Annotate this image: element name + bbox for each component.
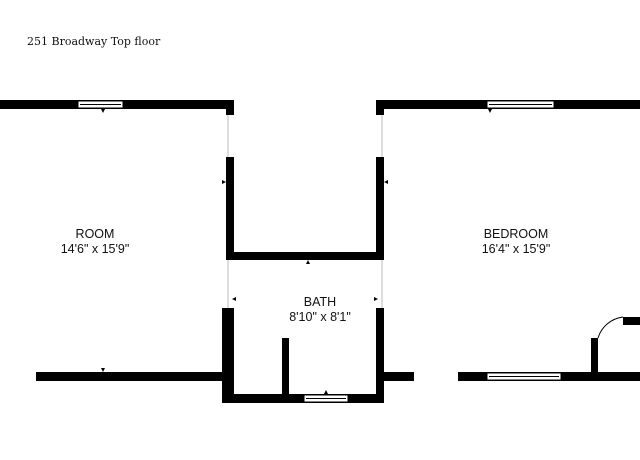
room-name: BATH bbox=[303, 295, 337, 309]
wall bbox=[36, 372, 228, 381]
wall bbox=[591, 338, 598, 378]
wall bbox=[282, 338, 289, 396]
room-name: ROOM bbox=[75, 227, 115, 241]
wall bbox=[376, 100, 384, 115]
room-size: 16'4" x 15'9" bbox=[481, 242, 551, 256]
opening-marker bbox=[384, 180, 388, 184]
wall bbox=[376, 308, 384, 403]
wall bbox=[226, 100, 234, 115]
room-size: 8'10" x 8'1" bbox=[289, 310, 351, 324]
opening-marker bbox=[222, 180, 226, 184]
opening-marker bbox=[101, 368, 105, 372]
wall bbox=[376, 157, 384, 260]
wall bbox=[623, 317, 640, 325]
wall bbox=[222, 308, 234, 403]
opening-marker bbox=[101, 109, 105, 113]
opening-marker bbox=[488, 109, 492, 113]
wall bbox=[376, 372, 414, 381]
opening-marker bbox=[374, 297, 378, 301]
wall bbox=[226, 157, 234, 260]
room-name: BEDROOM bbox=[483, 227, 549, 241]
wall bbox=[226, 252, 384, 260]
opening-marker bbox=[306, 260, 310, 264]
plan-title: 251 Broadway Top floor bbox=[27, 35, 161, 48]
bath-label: BATH 8'10" x 8'1" bbox=[289, 295, 351, 325]
room-size: 14'6" x 15'9" bbox=[60, 242, 130, 256]
opening-marker bbox=[324, 390, 328, 394]
room-label: ROOM 14'6" x 15'9" bbox=[61, 227, 130, 257]
bedroom-label: BEDROOM 16'4" x 15'9" bbox=[482, 227, 551, 257]
wall bbox=[222, 394, 384, 403]
opening-marker bbox=[232, 297, 236, 301]
